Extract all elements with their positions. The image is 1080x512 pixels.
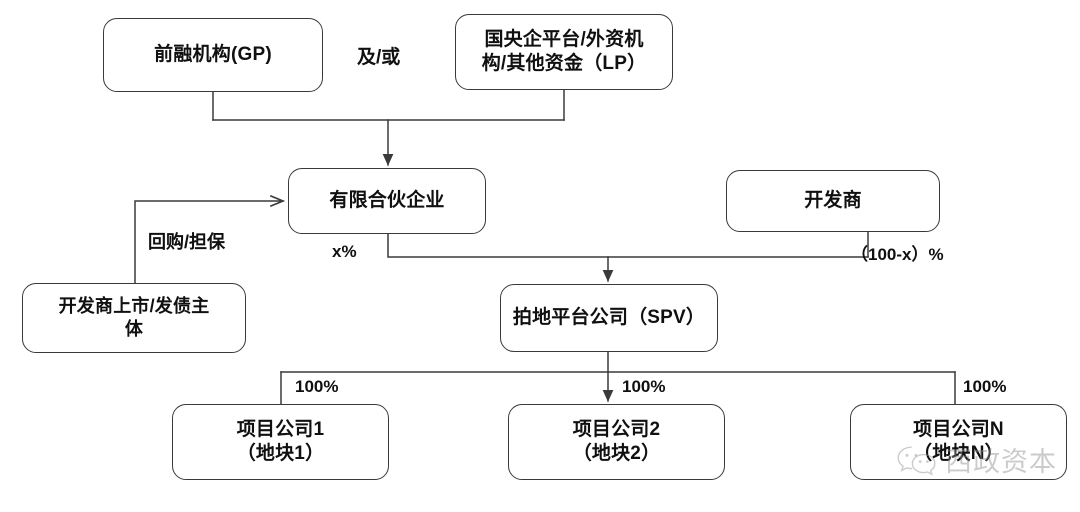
node-spv-label: 拍地平台公司（SPV） xyxy=(512,306,706,328)
node-developer-label: 开发商 xyxy=(804,189,862,211)
edge-label-x-percent: x% xyxy=(332,242,357,261)
node-project-company-2-label: 项目公司2 （地块2） xyxy=(572,418,661,464)
edge-label-percent-project-n: 100% xyxy=(963,377,1007,396)
node-limited-partnership-label: 有限合伙企业 xyxy=(329,189,445,211)
node-project-company-n[interactable]: 项目公司N （地块N） xyxy=(850,404,1067,480)
edge-label-percent-project-2: 100% xyxy=(622,377,666,396)
node-project-company-2[interactable]: 项目公司2 （地块2） xyxy=(508,404,725,480)
edge-partnership-to-spv-bus xyxy=(387,233,869,258)
node-limited-partnership[interactable]: 有限合伙企业 xyxy=(288,168,486,234)
node-developer[interactable]: 开发商 xyxy=(726,170,940,232)
node-project-company-n-label: 项目公司N （地块N） xyxy=(913,418,1004,464)
node-spv[interactable]: 拍地平台公司（SPV） xyxy=(500,284,718,352)
node-lp-label: 国央企平台/外资机 构/其他资金（LP） xyxy=(481,28,647,74)
edge-label-repurchase-guarantee: 回购/担保 xyxy=(148,232,226,252)
node-lp[interactable]: 国央企平台/外资机 构/其他资金（LP） xyxy=(455,14,673,90)
node-project-company-1-label: 项目公司1 （地块1） xyxy=(236,418,325,464)
node-gp-label: 前融机构(GP) xyxy=(154,43,272,65)
node-listed-entity[interactable]: 开发商上市/发债主 体 xyxy=(22,283,246,353)
node-gp[interactable]: 前融机构(GP) xyxy=(103,18,323,92)
node-listed-entity-label: 开发商上市/发债主 体 xyxy=(58,295,210,339)
edge-label-percent-project-1: 100% xyxy=(295,377,339,396)
edge-label-and-or: 及/或 xyxy=(357,47,401,68)
edge-label-hundred-minus-x-percent: （100-x）% xyxy=(851,245,944,264)
node-project-company-1[interactable]: 项目公司1 （地块1） xyxy=(172,404,389,480)
